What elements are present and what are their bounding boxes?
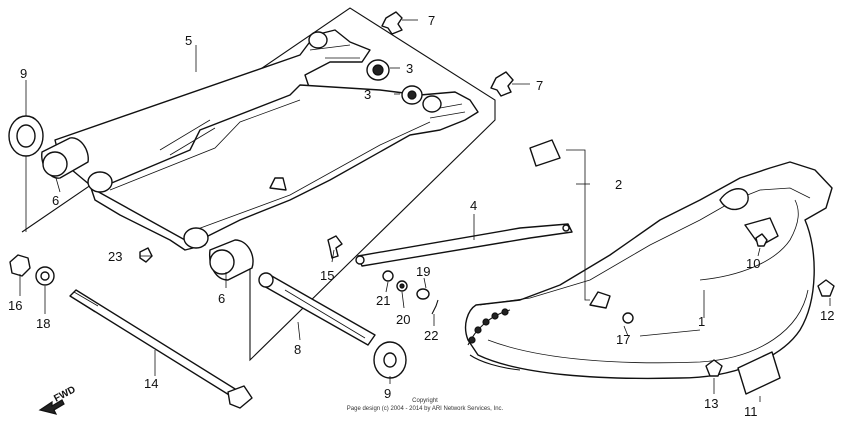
label-part-22: 22: [424, 328, 438, 343]
nut-21: [382, 270, 394, 282]
label-part-7a: 7: [428, 13, 435, 28]
pivot-bolt: [69, 289, 253, 409]
label-part-3a: 3: [406, 61, 413, 76]
swingarm: [54, 29, 479, 251]
label-part-8: 8: [294, 342, 301, 357]
washer: [35, 266, 55, 286]
leader-bracket-2: [566, 149, 590, 301]
label-plate-11: [737, 351, 781, 395]
pivot-bushing-left: [41, 137, 89, 179]
label-part-23: 23: [108, 249, 122, 264]
bolt-13: [705, 359, 723, 377]
collar-upper: [366, 59, 390, 81]
label-part-20: 20: [396, 312, 410, 327]
label-part-10: 10: [746, 256, 760, 271]
bolt-10: [755, 233, 768, 247]
cotter-pin-22: [431, 299, 439, 315]
label-part-4: 4: [470, 198, 477, 213]
drive-chain: [467, 308, 521, 371]
label-part-6a: 6: [52, 193, 59, 208]
washer-20: [396, 280, 408, 292]
pivot-bushing-right: [209, 239, 254, 281]
label-part-21: 21: [376, 293, 390, 308]
label-plate-2: [529, 139, 561, 167]
label-part-9a: 9: [20, 66, 27, 81]
nut-19: [416, 288, 430, 300]
adjuster-lower: [490, 71, 514, 97]
forward-direction-indicator: FWD: [38, 384, 78, 415]
label-part-14: 14: [144, 376, 158, 391]
leader-lines: [19, 19, 831, 402]
label-part-15: 15: [320, 268, 334, 283]
label-part-3b: 3: [364, 87, 371, 102]
adjuster-upper: [381, 11, 403, 35]
nut: [9, 254, 31, 277]
grease-fitting: [139, 247, 153, 263]
label-part-6b: 6: [218, 291, 225, 306]
label-part-13: 13: [704, 396, 718, 411]
bolt-12: [817, 279, 835, 297]
label-part-16: 16: [8, 298, 22, 313]
label-part-7b: 7: [536, 78, 543, 93]
chain-case: [464, 161, 833, 380]
dust-seal-left: [8, 115, 44, 157]
label-part-1: 1: [698, 314, 705, 329]
chain-case-bracket: [355, 223, 573, 267]
pivot-shaft: [258, 272, 376, 346]
collar-lower: [401, 85, 423, 105]
forward-arrow-icon: [38, 399, 65, 415]
dust-seal-right: [373, 341, 407, 379]
bolt-15: [327, 235, 343, 259]
label-part-11: 11: [744, 404, 758, 419]
swingarm-frame-outline: [21, 7, 496, 362]
fwd-label: FWD: [52, 384, 77, 404]
label-part-2: 2: [615, 177, 622, 192]
label-part-17: 17: [616, 332, 630, 347]
label-part-19: 19: [416, 264, 430, 279]
label-part-18: 18: [36, 316, 50, 331]
copyright-line-1: Copyright: [412, 398, 438, 404]
label-part-5: 5: [185, 33, 192, 48]
copyright-line-2: Page design (c) 2004 - 2014 by ARI Netwo…: [347, 406, 504, 412]
label-part-12: 12: [820, 308, 834, 323]
label-part-9b: 9: [384, 386, 391, 401]
